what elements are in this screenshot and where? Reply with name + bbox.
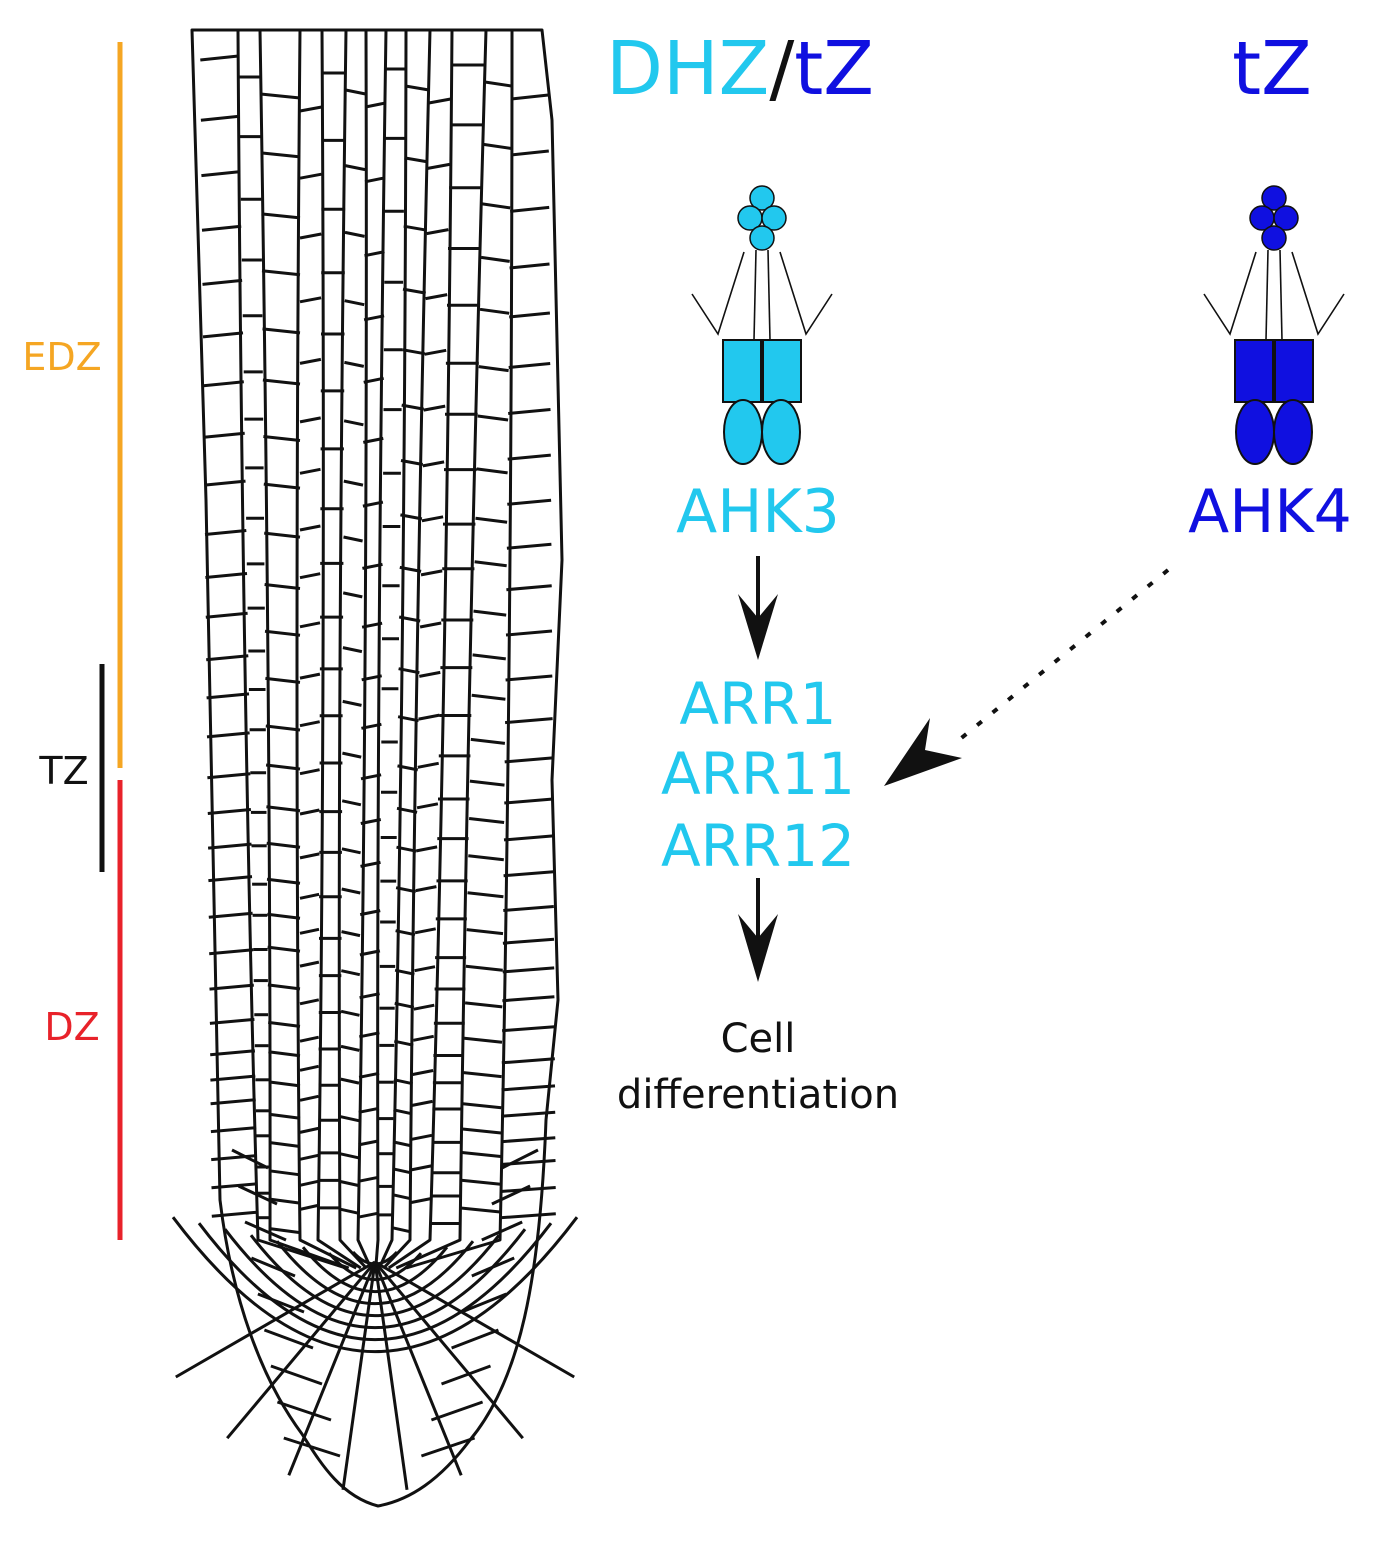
receptor-dimer-icon [1203, 185, 1345, 465]
ligand-header-right: tZ [1232, 26, 1312, 112]
edz-label: EDZ [22, 335, 101, 379]
arrow-down-icon [738, 878, 778, 982]
tz-label: TZ [38, 749, 88, 793]
dotted-arrow-icon [884, 568, 1170, 786]
regulator-arr1: ARR1 [679, 670, 836, 738]
arrow-down-icon [738, 556, 778, 660]
receptor-label-ahk3: AHK3 [676, 477, 840, 547]
regulator-arr12: ARR12 [661, 812, 855, 880]
root-tip-illustration [171, 28, 579, 1508]
outcome-line-1: Cell [721, 1016, 796, 1062]
ligand-tz-left: tZ [794, 26, 874, 112]
ligand-separator: / [769, 26, 794, 112]
outcome-line-2: differentiation [617, 1072, 899, 1118]
receptor-label-ahk4: AHK4 [1188, 477, 1352, 547]
ligand-dhz: DHZ [606, 26, 769, 112]
receptor-dimer-icon [691, 185, 833, 465]
ligand-header-left: DHZ/tZ [606, 26, 874, 112]
dz-label: DZ [44, 1005, 99, 1049]
regulator-arr11: ARR11 [661, 740, 855, 808]
